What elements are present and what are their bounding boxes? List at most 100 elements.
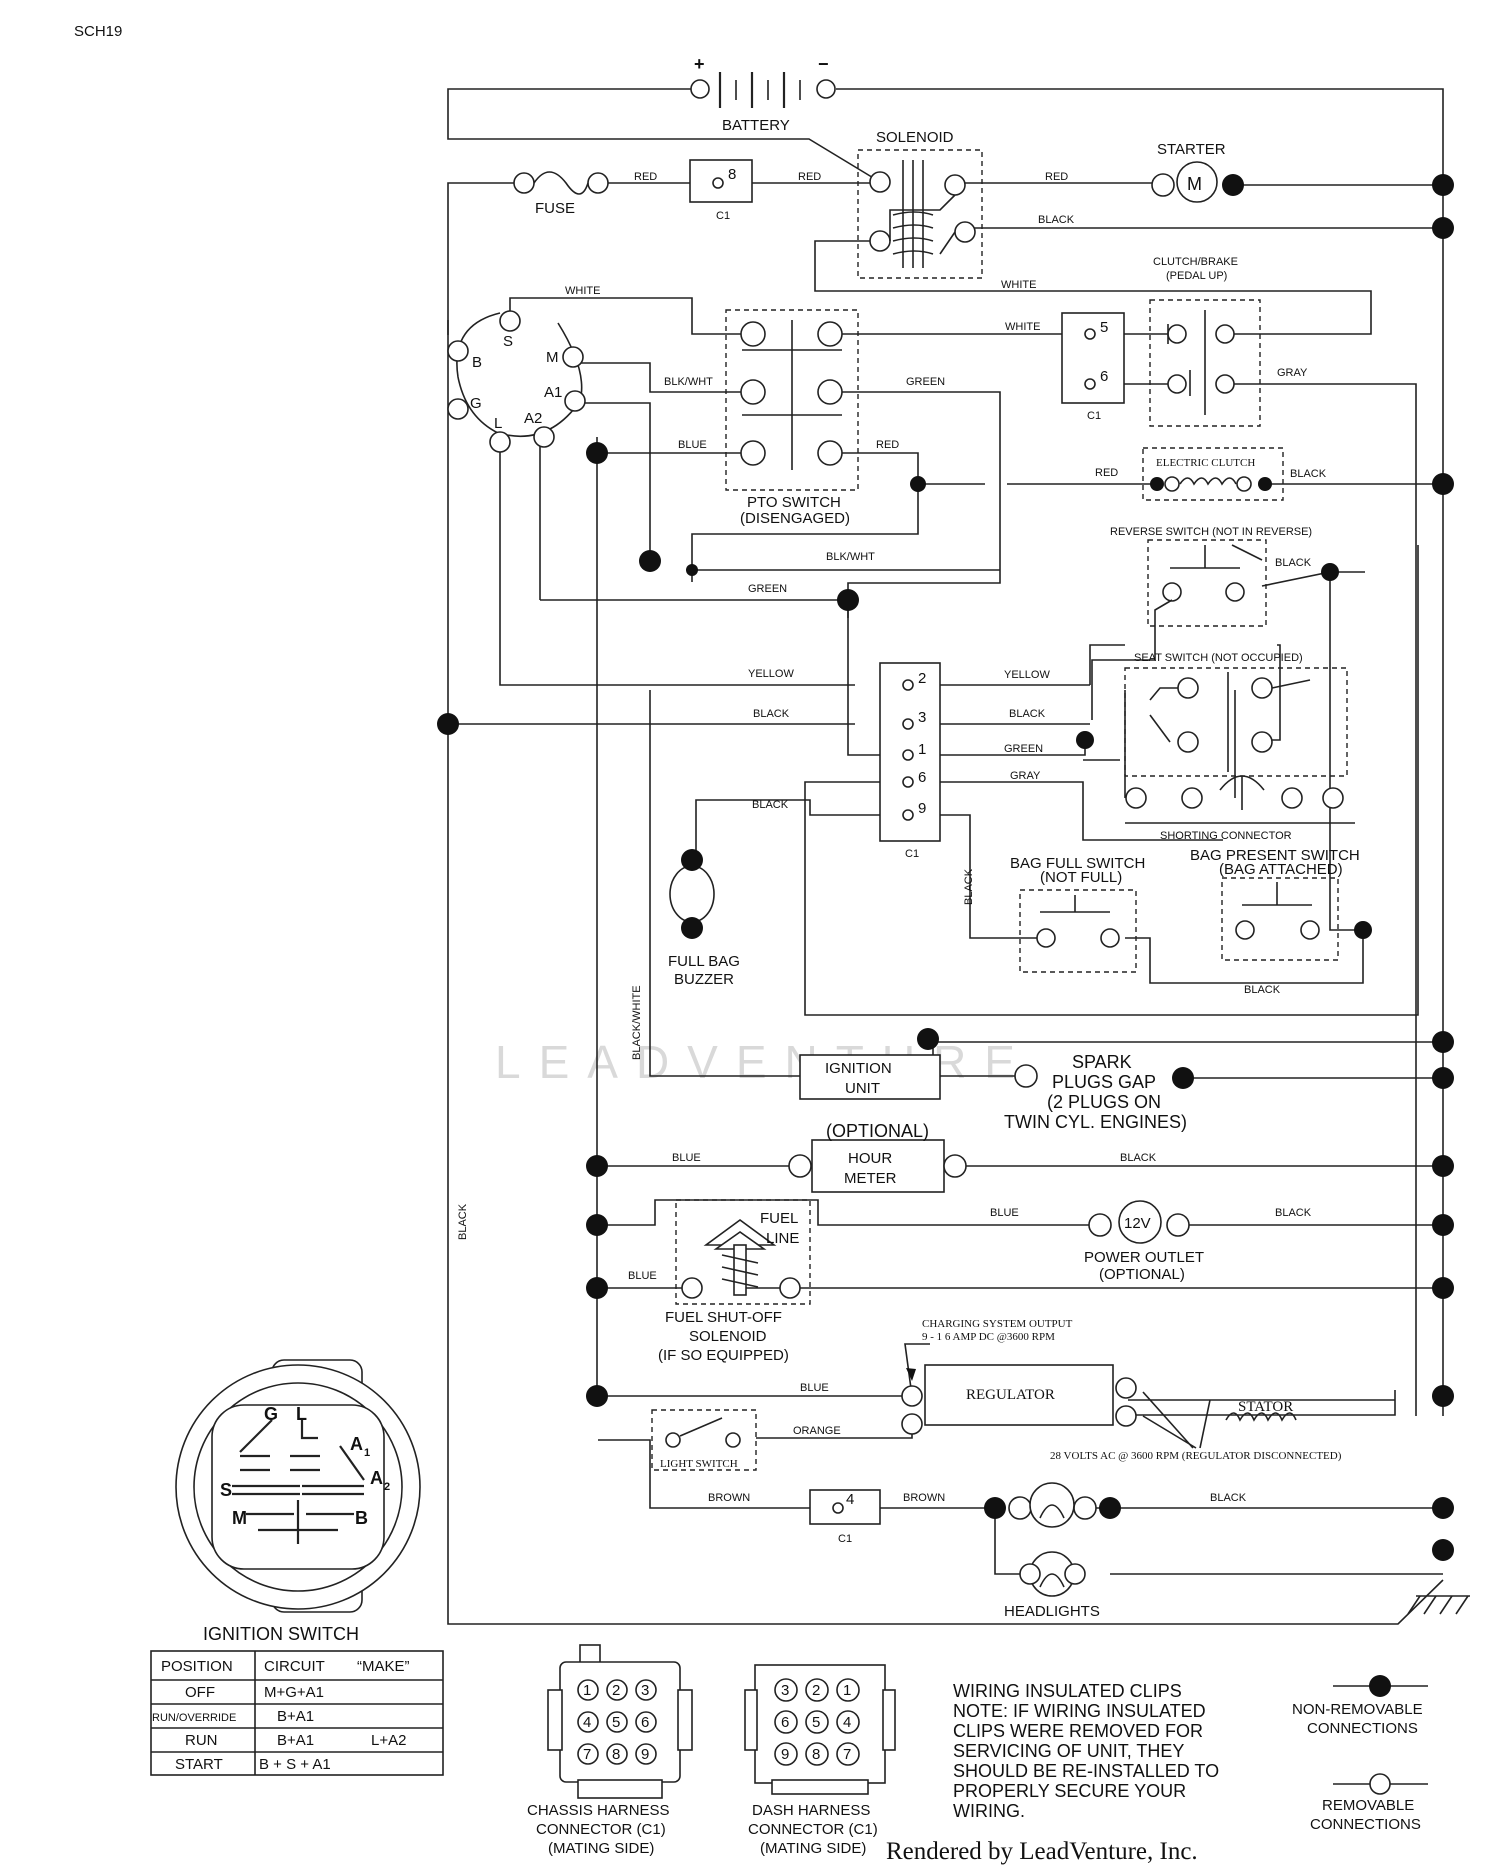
svg-text:8: 8 (728, 166, 736, 183)
table-row-2-circuit: B+A1 (277, 1708, 314, 1725)
svg-text:YELLOW: YELLOW (1004, 669, 1050, 681)
svg-text:LINE: LINE (766, 1230, 799, 1247)
svg-text:CLIPS WERE REMOVED FOR: CLIPS WERE REMOVED FOR (953, 1721, 1203, 1741)
face-a2-sub: 2 (384, 1481, 390, 1493)
svg-text:BLUE: BLUE (672, 1152, 701, 1164)
svg-text:8: 8 (612, 1746, 620, 1763)
svg-text:CONNECTIONS: CONNECTIONS (1307, 1720, 1418, 1737)
svg-text:BLACK: BLACK (1038, 214, 1075, 226)
svg-text:GREEN: GREEN (906, 376, 945, 388)
svg-text:SOLENOID: SOLENOID (689, 1328, 767, 1345)
svg-text:NOTE: IF WIRING INSULATED: NOTE: IF WIRING INSULATED (953, 1701, 1206, 1721)
svg-text:BLK/WHT: BLK/WHT (826, 551, 875, 563)
svg-text:BLACK: BLACK (1210, 1492, 1247, 1504)
shorting-connector-label: SHORTING CONNECTOR (1160, 830, 1292, 842)
electric-clutch: ELECTRIC CLUTCH (1142, 447, 1284, 501)
battery: + − BATTERY (690, 54, 836, 134)
svg-text:GRAY: GRAY (1277, 367, 1308, 379)
c1-main-connector: 2 3 1 6 9 C1 (879, 662, 941, 860)
table-row-2-position: RUN/OVERRIDE (152, 1712, 236, 1724)
face-g: G (264, 1404, 278, 1424)
buzzer-label-2: BUZZER (674, 971, 734, 988)
starter-motor-symbol: M (1187, 174, 1202, 194)
svg-text:1: 1 (583, 1682, 591, 1699)
svg-text:BLACK: BLACK (1275, 1207, 1312, 1219)
starter-label: STARTER (1157, 141, 1226, 158)
svg-text:BLUE: BLUE (628, 1270, 657, 1282)
power-outlet: 12V POWER OUTLET (OPTIONAL) (1084, 1200, 1204, 1283)
svg-text:WHITE: WHITE (1005, 321, 1040, 333)
svg-text:WHITE: WHITE (1001, 279, 1036, 291)
svg-text:(2 PLUGS ON: (2 PLUGS ON (1047, 1092, 1161, 1112)
svg-text:7: 7 (843, 1746, 851, 1763)
table-row-4-circuit: B + S + A1 (259, 1756, 331, 1773)
svg-text:2: 2 (812, 1682, 820, 1699)
table-header-position: POSITION (161, 1658, 233, 1675)
face-a1: A (350, 1434, 363, 1454)
svg-text:BLUE: BLUE (678, 439, 707, 451)
svg-text:4: 4 (583, 1714, 591, 1731)
svg-text:5: 5 (1100, 319, 1108, 336)
ground-symbol (1407, 1595, 1470, 1615)
svg-text:CONNECTIONS: CONNECTIONS (1310, 1816, 1421, 1833)
switch-terminal-l: L (494, 415, 502, 432)
svg-text:(MATING SIDE): (MATING SIDE) (548, 1840, 654, 1857)
bag-present-switch: BAG PRESENT SWITCH (BAG ATTACHED) (1190, 847, 1360, 961)
c1-pins-5-6: 5 6 C1 (1061, 312, 1125, 422)
battery-label: BATTERY (722, 117, 790, 134)
battery-negative: − (818, 54, 829, 74)
switch-terminal-a1: A1 (544, 384, 562, 401)
svg-text:2: 2 (612, 1682, 620, 1699)
svg-text:PROPERLY SECURE YOUR: PROPERLY SECURE YOUR (953, 1781, 1186, 1801)
page-code: SCH19 (74, 23, 122, 40)
svg-text:REGULATOR: REGULATOR (966, 1387, 1055, 1403)
svg-text:FUEL: FUEL (760, 1210, 798, 1227)
svg-text:SERVICING OF UNIT, THEY: SERVICING OF UNIT, THEY (953, 1741, 1184, 1761)
ignition-switch-title: IGNITION SWITCH (203, 1624, 359, 1644)
face-m: M (232, 1508, 247, 1528)
pto-switch: PTO SWITCH (DISENGAGED) (725, 309, 859, 527)
solenoid: SOLENOID (857, 129, 983, 279)
svg-text:RED: RED (1045, 171, 1068, 183)
bag-full-label: BAG FULL SWITCH (1010, 855, 1145, 872)
spark-plugs: SPARK PLUGS GAP (2 PLUGS ON TWIN CYL. EN… (1004, 1052, 1194, 1132)
c1-pin-8: 8 C1 (689, 159, 753, 222)
svg-text:WHITE: WHITE (565, 285, 600, 297)
svg-text:6: 6 (641, 1714, 649, 1731)
svg-text:TWIN CYL. ENGINES): TWIN CYL. ENGINES) (1004, 1112, 1187, 1132)
svg-text:UNIT: UNIT (845, 1080, 880, 1097)
svg-text:BLACK: BLACK (1009, 708, 1046, 720)
switch-terminal-g: G (470, 395, 482, 412)
svg-text:SHOULD BE RE-INSTALLED TO: SHOULD BE RE-INSTALLED TO (953, 1761, 1219, 1781)
svg-text:METER: METER (844, 1170, 897, 1187)
table-row-1-position: OFF (185, 1684, 215, 1701)
svg-text:5: 5 (812, 1714, 820, 1731)
reverse-switch-label: REVERSE SWITCH (NOT IN REVERSE) (1110, 526, 1312, 538)
svg-text:C1: C1 (838, 1533, 852, 1545)
svg-text:C1: C1 (716, 210, 730, 222)
svg-text:4: 4 (843, 1714, 851, 1731)
legend-removable: REMOVABLE (1322, 1797, 1414, 1814)
svg-text:CONNECTOR (C1): CONNECTOR (C1) (748, 1821, 878, 1838)
c1-pin-4: 4 C1 (809, 1489, 881, 1545)
svg-text:4: 4 (846, 1491, 854, 1508)
buzzer-label: FULL BAG (668, 953, 740, 970)
svg-text:CHARGING SYSTEM OUTPUT: CHARGING SYSTEM OUTPUT (922, 1318, 1073, 1330)
svg-text:CHASSIS HARNESS: CHASSIS HARNESS (527, 1802, 670, 1819)
svg-text:CONNECTOR (C1): CONNECTOR (C1) (536, 1821, 666, 1838)
svg-text:ORANGE: ORANGE (793, 1425, 841, 1437)
table-row-3-circuit: B+A1 (277, 1732, 314, 1749)
svg-text:2: 2 (918, 670, 926, 687)
ignition-switch-face: G L A 1 A 2 S M B (175, 1359, 421, 1613)
full-bag-buzzer: FULL BAG BUZZER (668, 849, 740, 988)
svg-text:BLACK: BLACK (1120, 1152, 1157, 1164)
svg-text:6: 6 (918, 769, 926, 786)
pto-switch-label: PTO SWITCH (747, 494, 841, 511)
svg-text:7: 7 (583, 1746, 591, 1763)
svg-text:1: 1 (918, 741, 926, 758)
clutch-brake-state: (PEDAL UP) (1166, 270, 1227, 282)
reverse-switch: REVERSE SWITCH (NOT IN REVERSE) (1091, 526, 1312, 720)
svg-text:BLACK: BLACK (752, 799, 789, 811)
ignition-unit: IGNITION UNIT (799, 1028, 941, 1100)
seat-switch: SEAT SWITCH (NOT OCCUPIED) (1124, 652, 1348, 777)
